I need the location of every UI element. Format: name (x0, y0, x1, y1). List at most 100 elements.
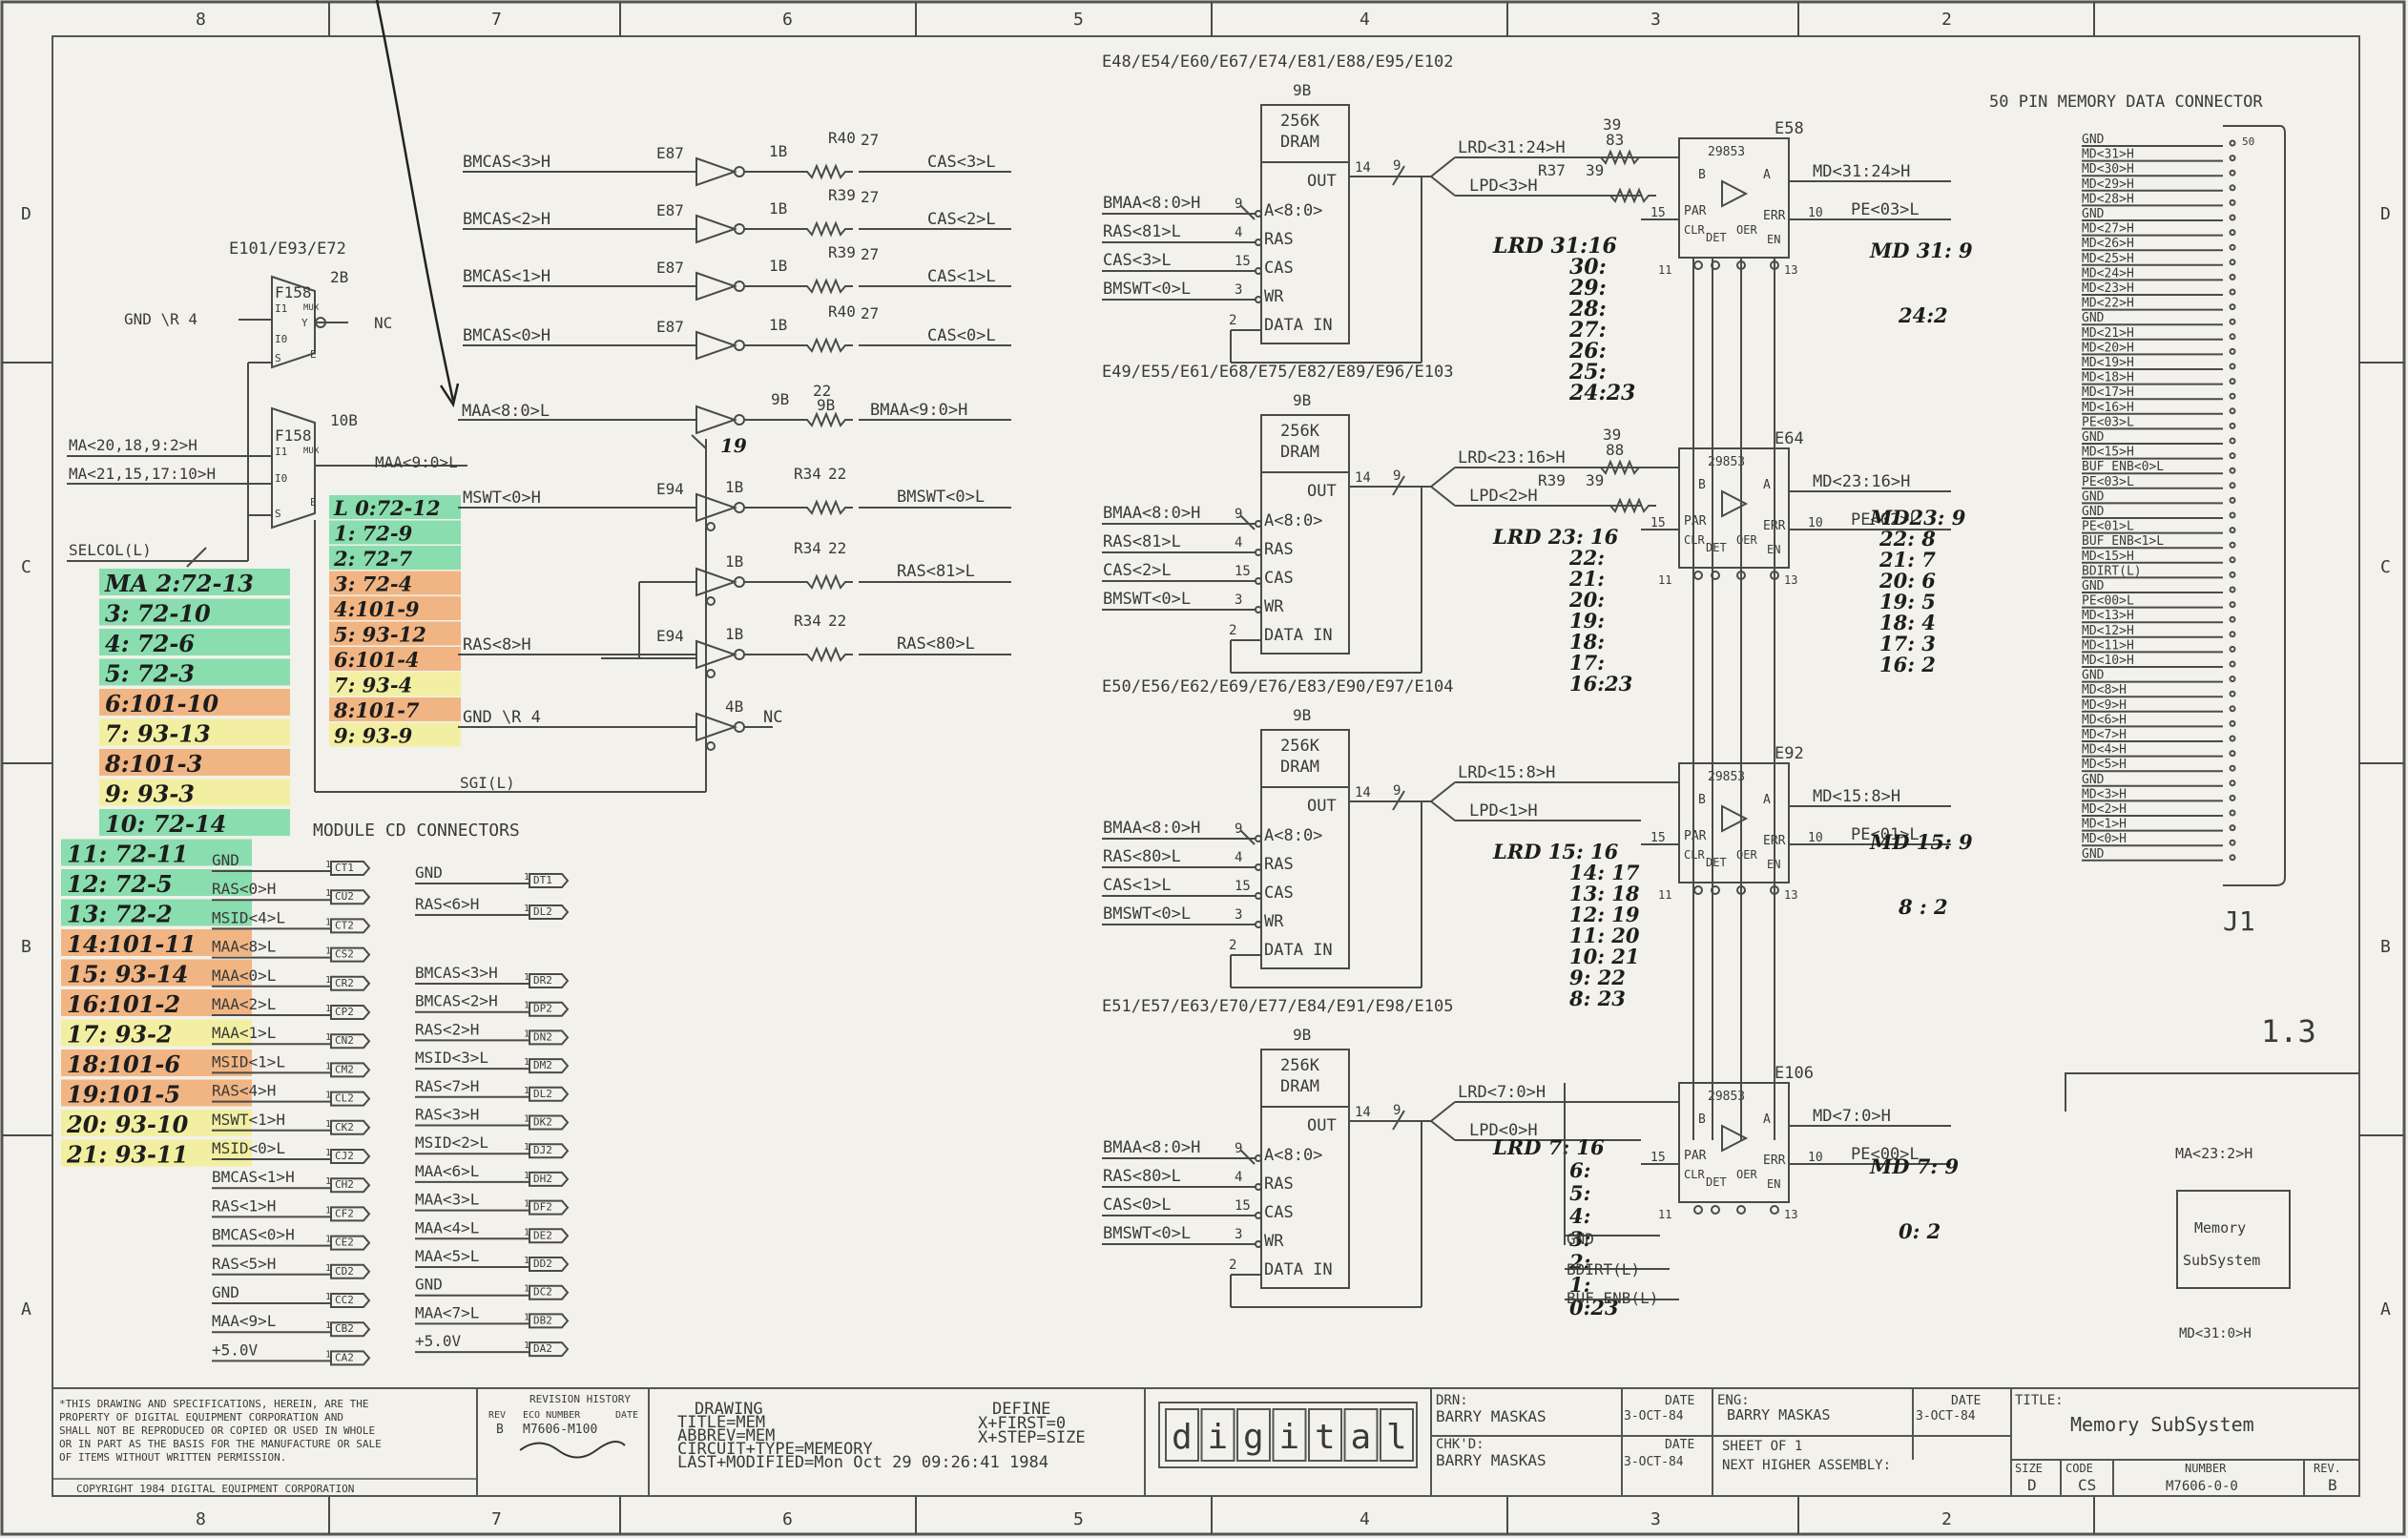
connector-pin-num: 1 (524, 904, 529, 914)
conn50-pin-label: MD<15>H (2082, 446, 2134, 460)
dram-pin-num: 14 (1355, 160, 1371, 176)
xcvr-oer: OER (1736, 223, 1757, 237)
conn50-pin-label: MD<16>H (2082, 401, 2134, 415)
drawing-line: CIRCUIT+TYPE=MEMEORY (677, 1440, 873, 1459)
conn50-pin-label: GND (2082, 505, 2105, 519)
md-handwritten: MD 31: 9 (1869, 239, 1973, 262)
bubble (1255, 210, 1262, 218)
connector-pin-symbol (330, 1149, 371, 1164)
driver-input: BMCAS<2>H (463, 210, 550, 229)
conn50-pin-label: MD<15>H (2082, 550, 2134, 564)
drn-date-label: DATE (1665, 1394, 1694, 1408)
connector-pin-num: 1 (524, 1171, 529, 1181)
connector-signal: GND (415, 863, 443, 882)
connector-pin: DC2 (533, 1286, 552, 1299)
mux-top-y: Y (301, 317, 308, 329)
driver-rname: R40 (828, 129, 856, 147)
dram-input-cas: CAS<0>L (1103, 1195, 1172, 1215)
bank-refs: E49/E55/E61/E68/E75/E82/E89/E96/E103 (1102, 363, 1453, 382)
lrd-handwritten: 6: (1569, 1158, 1590, 1182)
connector-pin-num: 1 (325, 1032, 331, 1043)
conn50-pin (2229, 422, 2236, 429)
connector-pin-symbol (529, 1199, 570, 1216)
driver-size: 1B (725, 552, 743, 571)
connector-signal: BMCAS<0>H (212, 1226, 295, 1244)
connector-pin: CT2 (335, 919, 354, 931)
conn50-pin-label: GND (2082, 133, 2105, 147)
dram-cas: CAS (1264, 569, 1294, 588)
connector-pin-symbol (330, 889, 371, 905)
connector-pin-num: 1 (325, 975, 331, 986)
connector-signal: RAS<0>H (212, 880, 276, 898)
bank-refs: E50/E56/E62/E69/E76/E83/E90/E97/E104 (1102, 677, 1453, 696)
conn50-pin-label: GND (2082, 847, 2105, 862)
highlight-orange (99, 749, 290, 776)
dram-cas: CAS (1264, 259, 1294, 278)
bubble (1255, 892, 1262, 900)
driver-input: BMCAS<0>H (463, 326, 550, 345)
wire (1239, 829, 1256, 845)
conn50-ref: J1 (2223, 905, 2255, 937)
connector-pin-num: 1 (325, 1148, 331, 1158)
connector-pin-symbol (330, 1235, 371, 1251)
connector-pin-num: 1 (325, 917, 331, 927)
logo-cell (1272, 1408, 1307, 1462)
dram-pin-num: 2 (1229, 1257, 1236, 1273)
xcvr-part: 29853 (1708, 1090, 1745, 1104)
zone-col-bottom: 3 (1650, 1509, 1661, 1529)
xcvr-pin: 15 (1650, 1151, 1666, 1165)
dram-input-ras: RAS<81>L (1103, 532, 1181, 551)
bubble (315, 317, 326, 328)
conn50-pin-label: BDIRT(L) (2082, 564, 2142, 578)
connector-signal: GND (212, 1283, 239, 1301)
driver-ref: E94 (656, 627, 684, 645)
connector-signal: RAS<6>H (415, 895, 479, 913)
conn50-pin (2229, 824, 2236, 832)
wire (1239, 514, 1256, 530)
highlight-yellow (329, 672, 461, 696)
resistor-symbol (1593, 459, 1647, 476)
tb-text: *THIS DRAWING AND SPECIFICATIONS, HEREIN… (59, 1393, 2341, 1495)
conn50-pin (2229, 779, 2236, 787)
connector-pin-num: 1 (325, 1176, 331, 1187)
driver-rval: 27 (861, 131, 879, 149)
connector-pin: CP2 (335, 1006, 354, 1018)
connector-pin-symbol (330, 1206, 371, 1222)
xcvr-ref: E58 (1775, 119, 1804, 138)
zone-row-left: B (21, 937, 31, 957)
connector-pin: CR2 (335, 977, 354, 989)
drawing-title: Memory SubSystem (2070, 1413, 2254, 1436)
mux-bot-mux: MUX (303, 447, 320, 456)
transceiver-chip (1678, 762, 1790, 883)
md-handwritten: 20: 6 (1879, 569, 1936, 592)
conn50-pin-label: MD<10>H (2082, 654, 2134, 668)
connector-signal: MAA<3>L (415, 1191, 479, 1209)
maa-rsize: 9B (817, 396, 835, 414)
xcvr-b: B (1698, 793, 1706, 807)
driver-output: RAS<81>L (897, 562, 975, 581)
conn50-pin (2229, 615, 2236, 623)
xcvr-pin: 10 (1808, 1151, 1823, 1165)
zone-row-right: C (2380, 557, 2391, 577)
conn50-pin-label: BUF ENB<1>L (2082, 534, 2164, 549)
dram-input-wr: BMSWT<0>L (1103, 280, 1191, 299)
conn50-pin (2229, 243, 2236, 251)
highlight-orange (61, 959, 252, 987)
dram-wr: WR (1264, 1232, 1284, 1251)
connector-pin-symbol (529, 904, 570, 920)
bubble (1255, 606, 1262, 613)
resistor-symbol (799, 573, 853, 591)
zone-col-top: 5 (1073, 10, 1084, 30)
connector-signal: RAS<1>H (212, 1196, 276, 1215)
maa-input: MAA<8:0>L (462, 402, 550, 421)
memory-data-connector: 50 PIN MEMORY DATA CONNECTOR 50 J1 1.3 G… (1989, 93, 2316, 1050)
connector-pin-symbol (529, 1341, 570, 1358)
conn50-pin (2229, 645, 2236, 653)
conn50-pin (2229, 363, 2236, 370)
dram-pin-num: 14 (1355, 470, 1371, 486)
define-line: DEFINE (992, 1400, 1050, 1419)
logo-letter: d (1172, 1418, 1193, 1457)
connector-pin-symbol (529, 1257, 570, 1272)
conn50-pin (2229, 705, 2236, 713)
conn50-pin (2229, 586, 2236, 593)
